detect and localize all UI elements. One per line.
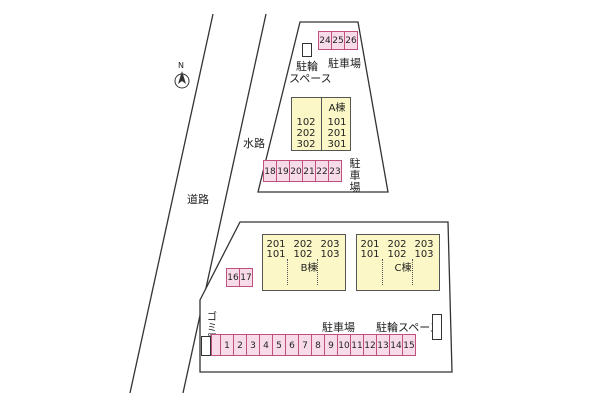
north-label: N [178,61,184,70]
parking-space-5: 5 [272,334,286,356]
parking-space-18: 18 [263,160,277,182]
north-arrow-icon [174,71,190,89]
building-b [262,234,346,291]
building-b-unit-201: 201 [266,239,286,250]
building-c-unit-202: 202 [387,239,407,250]
building-b-unit-102: 102 [293,249,313,260]
building-c-unit-101: 101 [360,249,380,260]
building-b-stair-2 [317,259,318,285]
building-c-unit-201: 201 [360,239,380,250]
bike-parking-label-bottom: 駐輪スペース [376,321,441,334]
building-b-name: B棟 [300,263,318,274]
parking-space-12: 12 [363,334,377,356]
parking-space-8: 8 [311,334,325,356]
parking-label-middle: 駐車場 [349,157,361,194]
parking-space-22: 22 [315,160,329,182]
parking-row-side: 16 17 [226,268,253,287]
parking-row-middle: 18 19 20 21 22 23 [263,160,342,182]
parking-space-24: 24 [318,31,332,50]
parking-space-11: 11 [350,334,364,356]
parking-space-20: 20 [289,160,303,182]
parking-space-15: 15 [402,334,416,356]
building-c-stair-1 [382,259,383,285]
building-a-unit-201: 201 [327,128,347,139]
parking-space-3: 3 [246,334,260,356]
parking-space-10: 10 [337,334,351,356]
parking-space-1: 1 [220,334,234,356]
road-edge-left [129,13,214,394]
parking-label-bottom: 駐車場 [322,321,355,334]
building-c-unit-203: 203 [414,239,434,250]
building-a-unit-101: 101 [327,117,347,128]
building-a-unit-202: 202 [296,128,316,139]
building-b-stair-1 [287,259,288,285]
parking-row-bottom: 1 2 3 4 5 6 7 8 9 10 11 12 13 14 15 [211,334,416,356]
parking-space-7: 7 [298,334,312,356]
building-c-stair-2 [412,259,413,285]
building-c-unit-102: 102 [387,249,407,260]
garbage-box [201,336,211,356]
bike-parking-label-top-1: 駐輪 [296,60,318,73]
bike-parking-box-bottom [432,314,442,340]
bike-parking-box-top [302,43,312,57]
bike-parking-label-top-2: スペース [289,72,332,85]
parking-space-6: 6 [285,334,299,356]
parking-space-21: 21 [302,160,316,182]
parking-space-23: 23 [328,160,342,182]
parking-space-4: 4 [259,334,273,356]
road-label: 道路 [187,193,209,206]
parking-space-2: 2 [233,334,247,356]
parking-row-top: 24 25 26 [318,31,358,50]
building-a-divider [321,97,322,151]
parking-space-13: 13 [376,334,390,356]
building-c [356,234,440,291]
building-a-name: A棟 [328,103,346,114]
building-a-unit-302: 302 [296,139,316,150]
building-a-unit-301: 301 [327,139,347,150]
building-b-unit-203: 203 [320,239,340,250]
building-b-unit-103: 103 [320,249,340,260]
parking-space-9: 9 [324,334,338,356]
parking-label-top: 駐車場 [328,57,361,70]
building-b-unit-202: 202 [293,239,313,250]
building-b-unit-101: 101 [266,249,286,260]
parking-space-14: 14 [389,334,403,356]
parking-space-19: 19 [276,160,290,182]
waterway-label: 水路 [243,137,265,150]
building-c-name: C棟 [394,263,412,274]
parking-space-25: 25 [331,31,345,50]
road-edge-right [182,13,267,394]
building-a-unit-102: 102 [296,117,316,128]
parking-space-26: 26 [344,31,358,50]
parking-space-16: 16 [226,268,240,287]
parking-space-17: 17 [239,268,253,287]
building-c-unit-103: 103 [414,249,434,260]
